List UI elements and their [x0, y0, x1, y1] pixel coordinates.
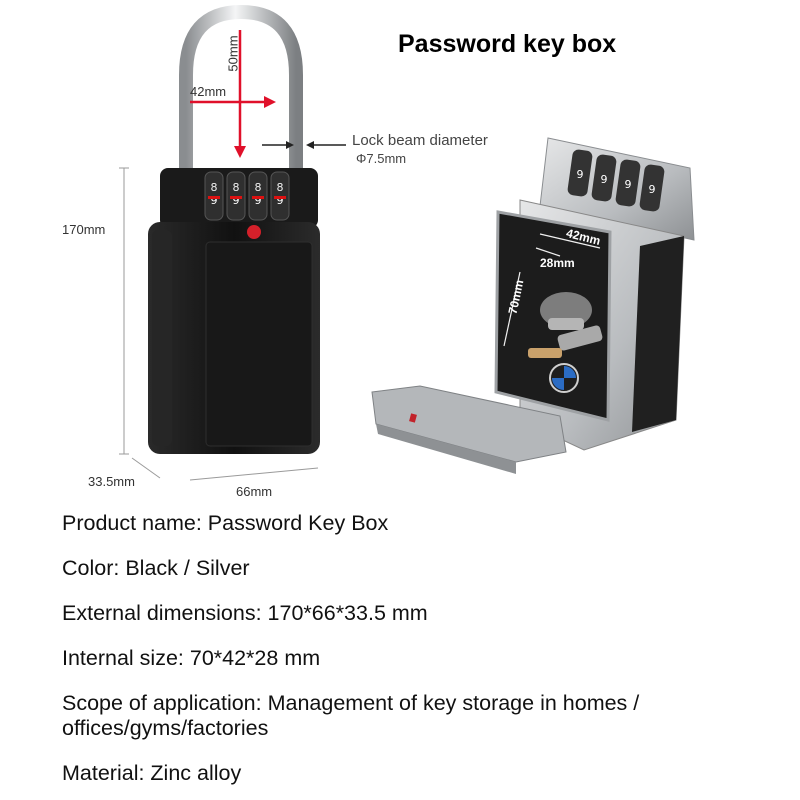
width-label: 66mm	[236, 484, 273, 499]
outside-dimension-lines	[119, 167, 319, 481]
svg-text:9: 9	[601, 173, 608, 186]
svg-text:9: 9	[255, 194, 262, 207]
spec-scope-line-2: offices/gyms/factories	[62, 716, 269, 740]
product-illustration: 8 9 8 9 8 9 8 9	[119, 4, 696, 481]
shackle-height-label: 50mm	[225, 35, 241, 72]
svg-text:9: 9	[211, 194, 218, 207]
spec-color: Color: Black / Silver	[62, 556, 250, 580]
release-button	[247, 225, 261, 239]
silver-key-box: 9 9 9 9	[371, 70, 696, 474]
shackle-width-label: 42mm	[190, 84, 227, 99]
silver-combination-dials: 9 9 9 9	[567, 149, 665, 212]
svg-text:8: 8	[277, 181, 284, 194]
svg-text:8: 8	[211, 181, 218, 194]
inner-dimension-lines	[503, 233, 601, 347]
spec-material: Material: Zinc alloy	[62, 761, 242, 785]
height-label: 170mm	[62, 222, 106, 237]
spec-list: Product name: Password Key Box Color: Bl…	[62, 511, 782, 786]
keys	[528, 292, 603, 393]
beam-diameter-label: Lock beam diameter	[352, 132, 488, 149]
beam-diameter-value: Φ7.5mm	[356, 151, 407, 166]
depth-label: 33.5mm	[88, 474, 135, 489]
box-door	[205, 241, 313, 447]
inner-depth-label: 28mm	[540, 256, 575, 270]
spec-scope: Scope of application: Management of key …	[62, 691, 782, 741]
svg-text:8: 8	[255, 181, 262, 194]
svg-text:8: 8	[233, 181, 240, 194]
svg-text:9: 9	[233, 194, 240, 207]
svg-text:9: 9	[649, 183, 656, 196]
page-title: Password key box	[398, 30, 617, 58]
beam-pointer	[262, 141, 346, 149]
svg-text:9: 9	[277, 194, 284, 207]
spec-external-dimensions: External dimensions: 170*66*33.5 mm	[62, 601, 428, 625]
black-key-box: 8 9 8 9 8 9 8 9	[148, 4, 320, 454]
spec-scope-line-1: Scope of application: Management of key …	[62, 691, 640, 715]
svg-text:9: 9	[577, 168, 584, 181]
shackle	[179, 4, 303, 170]
svg-text:9: 9	[625, 178, 632, 191]
spec-product-name: Product name: Password Key Box	[62, 511, 389, 535]
shackle-measure-arrows	[190, 30, 276, 158]
spec-internal-size: Internal size: 70*42*28 mm	[62, 646, 321, 670]
combination-dials: 8 9 8 9 8 9 8 9	[204, 171, 290, 221]
